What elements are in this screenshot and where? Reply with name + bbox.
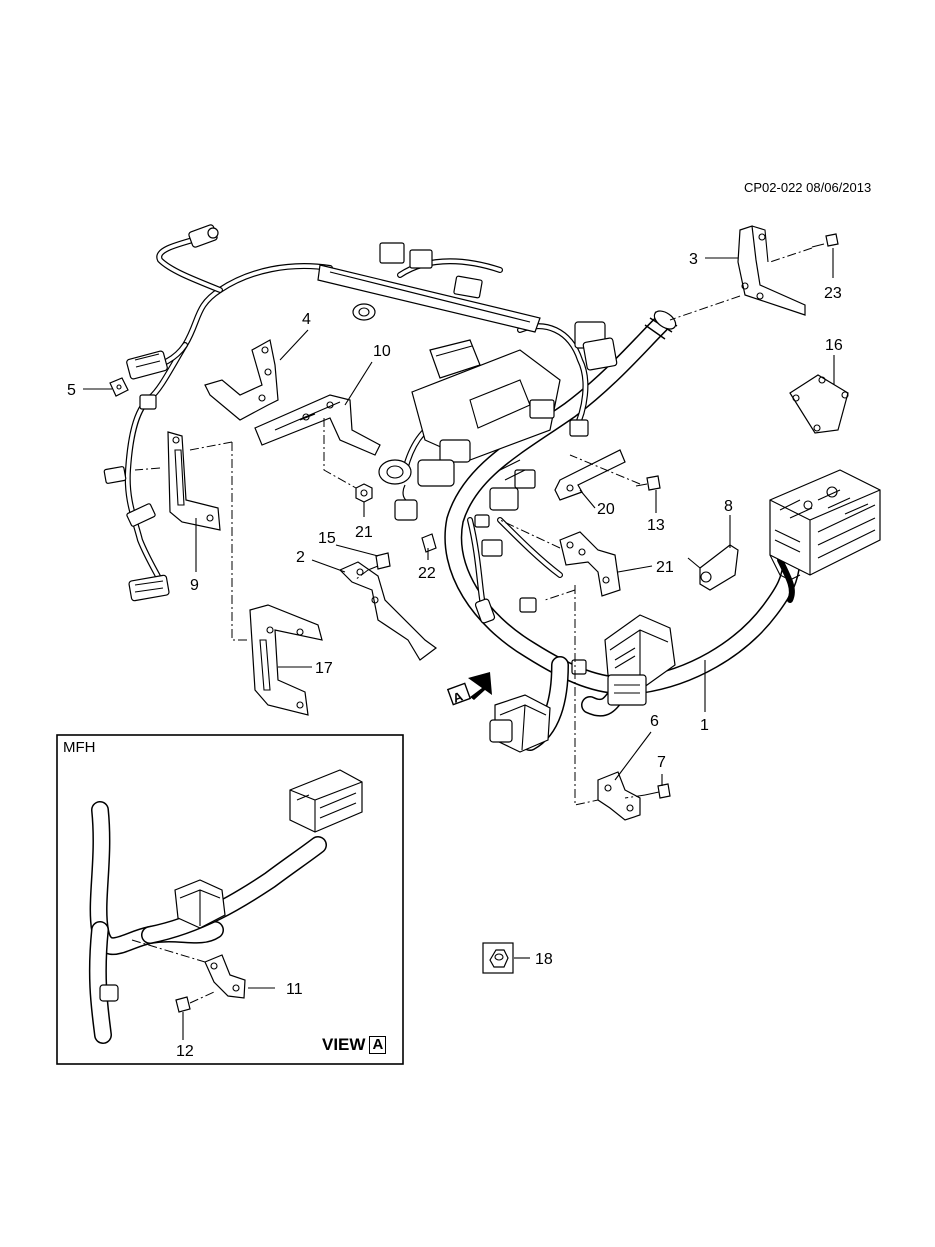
callout-16: 16 xyxy=(825,337,843,354)
clip-22 xyxy=(421,533,437,553)
nut-18-symbol xyxy=(482,942,514,974)
view-a-connector xyxy=(489,694,551,753)
bracket-8 xyxy=(687,544,739,591)
callout-21: 21 xyxy=(656,559,674,576)
callout-20: 20 xyxy=(597,501,615,518)
callout-labels: 3 23 4 10 16 5 9 21 20 13 8 15 2 22 21 1… xyxy=(67,251,843,968)
callout-22: 22 xyxy=(418,565,436,582)
callout-8: 8 xyxy=(724,498,733,515)
callout-9: 9 xyxy=(190,577,199,594)
callout-6: 6 xyxy=(650,713,659,730)
view-label: VIEW A xyxy=(322,1035,387,1055)
screw-7 xyxy=(644,783,671,799)
bracket-6 xyxy=(597,771,641,821)
bracket-2 xyxy=(338,561,438,661)
bracket-20 xyxy=(554,449,626,501)
callout-4: 4 xyxy=(302,311,311,328)
diagram-reference-code: CP02-022 08/06/2013 xyxy=(744,180,872,195)
callout-15: 15 xyxy=(318,530,336,547)
inset-title: MFH xyxy=(63,739,96,756)
callout-18: 18 xyxy=(535,951,553,968)
bracket-3 xyxy=(737,225,806,316)
upper-harness-rail xyxy=(317,242,618,371)
nut-19 xyxy=(355,483,373,503)
callout-10: 10 xyxy=(373,343,391,360)
bracket-9 xyxy=(167,431,221,531)
central-module-cluster xyxy=(378,339,589,557)
bolt-13 xyxy=(635,475,661,491)
view-label-text: VIEW xyxy=(322,1035,366,1054)
connectors-left xyxy=(103,224,219,602)
callout-3: 3 xyxy=(689,251,698,268)
fuse-relay-block xyxy=(769,469,881,581)
assembly-dashed-lines xyxy=(134,247,813,806)
callout-13: 13 xyxy=(647,517,665,534)
bracket-16 xyxy=(789,374,849,434)
callout-7: 7 xyxy=(657,754,666,771)
view-a-arrow: A xyxy=(446,672,492,706)
view-label-letter: A xyxy=(369,1036,387,1054)
callout-5: 5 xyxy=(67,382,76,399)
harness-connector-1 xyxy=(604,614,676,706)
bracket-4 xyxy=(204,339,279,421)
bracket-17 xyxy=(249,604,323,716)
callout-23: 23 xyxy=(824,285,842,302)
leader-lines xyxy=(83,248,835,959)
bolt-23 xyxy=(811,233,839,248)
inset-callout-11: 11 xyxy=(286,981,303,998)
bolt-15 xyxy=(367,552,391,571)
clip-5 xyxy=(109,377,129,397)
harness-clips xyxy=(474,597,587,675)
inset-view-a: 11 12 xyxy=(56,734,404,1065)
inset-callout-12: 12 xyxy=(176,1043,194,1060)
callout-2: 2 xyxy=(296,549,305,566)
callout-19: 21 xyxy=(355,524,373,541)
callout-1: 1 xyxy=(700,717,709,734)
bracket-10 xyxy=(254,394,381,456)
bracket-21 xyxy=(559,531,621,597)
callout-17: 17 xyxy=(315,660,333,677)
